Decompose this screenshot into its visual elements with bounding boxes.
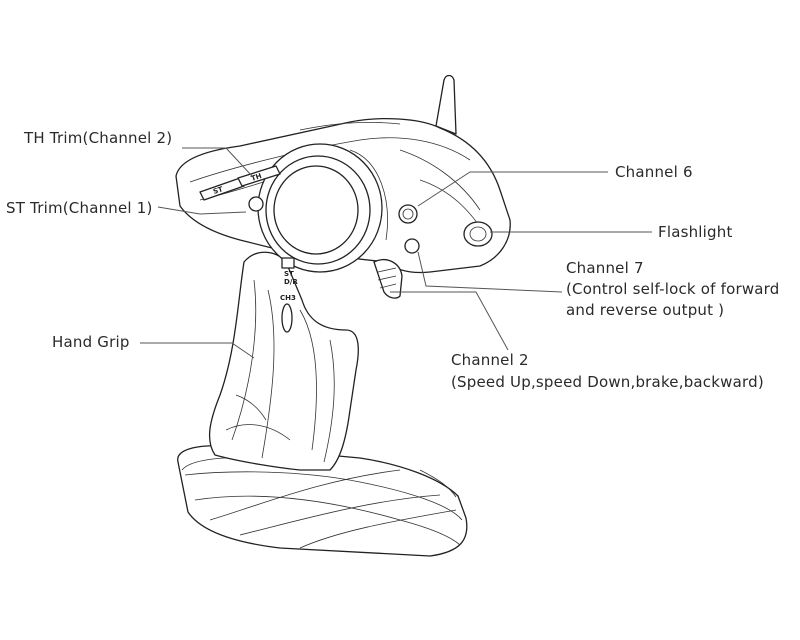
label-hand-grip: Hand Grip (52, 333, 130, 351)
label-th-trim: TH Trim(Channel 2) (24, 129, 173, 147)
flashlight-lens (463, 221, 493, 247)
base-stand (177, 444, 468, 557)
st-button-mark: ST (212, 185, 224, 196)
steering-wheel (257, 143, 388, 273)
antenna (435, 74, 457, 135)
hand-grip-body (208, 251, 359, 471)
st-trim-knob (248, 196, 264, 212)
channel6-knob (398, 204, 418, 224)
label-channel2-desc: (Speed Up,speed Down,brake,backward) (451, 373, 764, 391)
svg-text:D/R: D/R (284, 278, 298, 286)
label-flashlight: Flashlight (658, 223, 733, 241)
label-channel6: Channel 6 (615, 163, 693, 181)
st-dr-mark: ST (284, 270, 294, 278)
leader-lines (140, 147, 652, 359)
label-channel7-desc-1: (Control self-lock of forward (566, 280, 780, 298)
label-channel7-desc-2: and reverse output ) (566, 301, 725, 319)
label-st-trim: ST Trim(Channel 1) (6, 199, 153, 217)
ch3-mark: CH3 (280, 294, 296, 302)
label-channel2-title: Channel 2 (451, 351, 529, 369)
channel7-button (404, 238, 420, 254)
ch3-switch (281, 303, 293, 333)
throttle-trigger (373, 259, 403, 299)
th-button-mark: TH (250, 172, 263, 183)
trim-buttons: ST TH (199, 165, 281, 201)
label-channel7-title: Channel 7 (566, 259, 644, 277)
